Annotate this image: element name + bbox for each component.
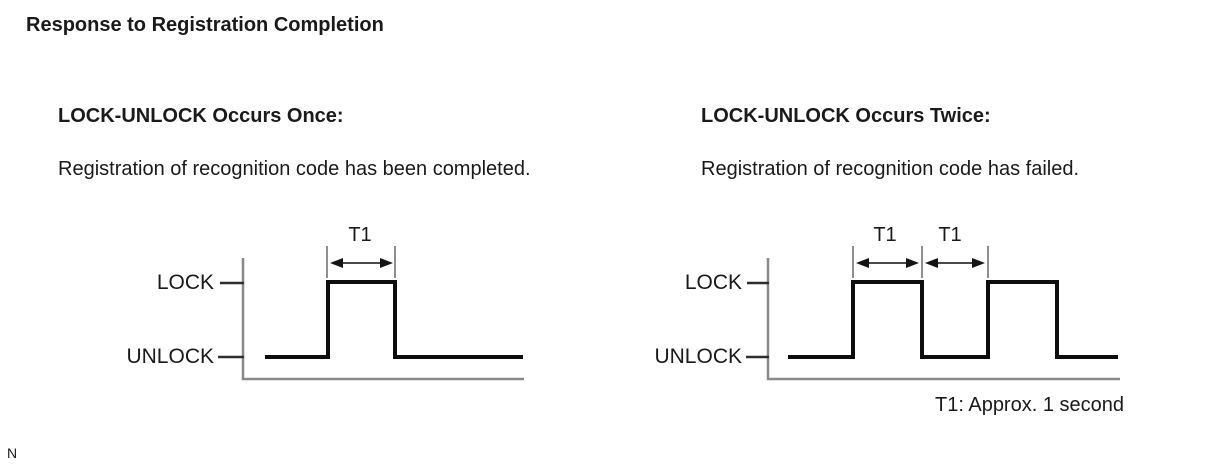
arrowhead-left-icon	[330, 258, 343, 268]
t1-definition-note: T1: Approx. 1 second	[935, 394, 1125, 416]
section-twice-description: Registration of recognition code has fai…	[701, 158, 1080, 180]
t1-duration-label: T1	[348, 224, 372, 246]
page-title: Response to Registration Completion	[26, 14, 384, 36]
arrowhead-right-icon	[972, 258, 985, 268]
axis-left-diagram	[241, 258, 524, 381]
lock-label-twice: LOCK	[684, 271, 742, 294]
lock-label-once: LOCK	[156, 271, 214, 294]
unlock-label-once: UNLOCK	[126, 345, 214, 368]
arrowhead-right-icon	[906, 258, 919, 268]
t1-duration-label: T1	[938, 224, 962, 246]
section-once-heading: LOCK-UNLOCK Occurs Once:	[58, 105, 344, 127]
arrowhead-right-icon	[380, 258, 393, 268]
waveform-twice	[788, 280, 1118, 359]
waveform-once	[265, 280, 523, 359]
page-letter: N	[7, 445, 18, 461]
axis-right-diagram	[766, 258, 1120, 381]
section-twice-heading: LOCK-UNLOCK Occurs Twice:	[701, 105, 991, 127]
unlock-label-twice: UNLOCK	[654, 345, 742, 368]
arrowhead-left-icon	[856, 258, 869, 268]
t1-duration-label: T1	[873, 224, 897, 246]
section-once-description: Registration of recognition code has bee…	[58, 158, 531, 180]
arrowhead-left-icon	[925, 258, 938, 268]
